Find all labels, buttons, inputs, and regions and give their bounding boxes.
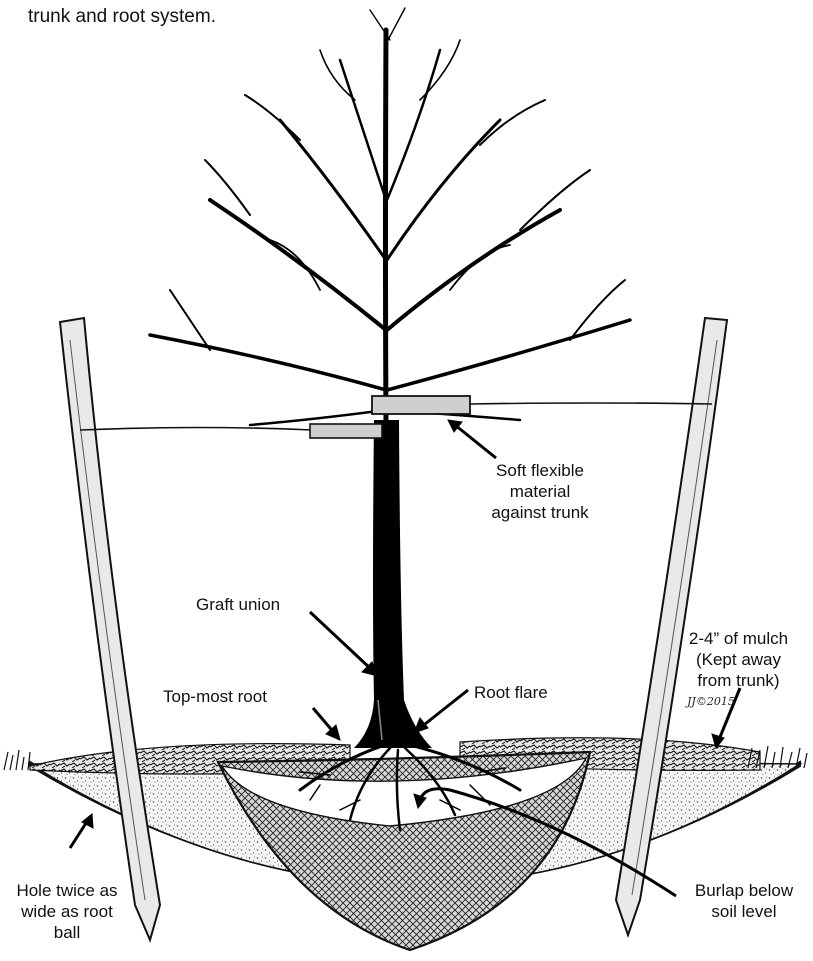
grass-left: [4, 750, 30, 770]
soft-strap-upper: [372, 396, 470, 414]
right-stake: [616, 318, 727, 935]
guy-wire-left: [80, 428, 312, 431]
label-soft-material: Soft flexible material against trunk: [470, 460, 610, 523]
arrow-root-flare: [420, 690, 468, 728]
top-caption: trunk and root system.: [28, 6, 216, 28]
label-graft-union: Graft union: [196, 594, 280, 615]
label-top-most-root: Top-most root: [163, 686, 267, 707]
branches: [150, 8, 630, 425]
arrow-soft-material: [455, 425, 496, 458]
soft-strap-lower: [310, 424, 382, 438]
label-burlap: Burlap below soil level: [680, 880, 808, 922]
left-stake: [60, 318, 160, 940]
trunk: [354, 420, 432, 748]
label-hole: Hole twice as wide as root ball: [2, 880, 132, 943]
guy-wire-right: [470, 403, 712, 404]
label-mulch: 2-4” of mulch (Kept away from trunk): [666, 628, 811, 691]
arrow-graft-union: [310, 612, 372, 670]
artist-signature: JJ©2015: [687, 695, 735, 708]
label-root-flare: Root flare: [474, 682, 548, 703]
